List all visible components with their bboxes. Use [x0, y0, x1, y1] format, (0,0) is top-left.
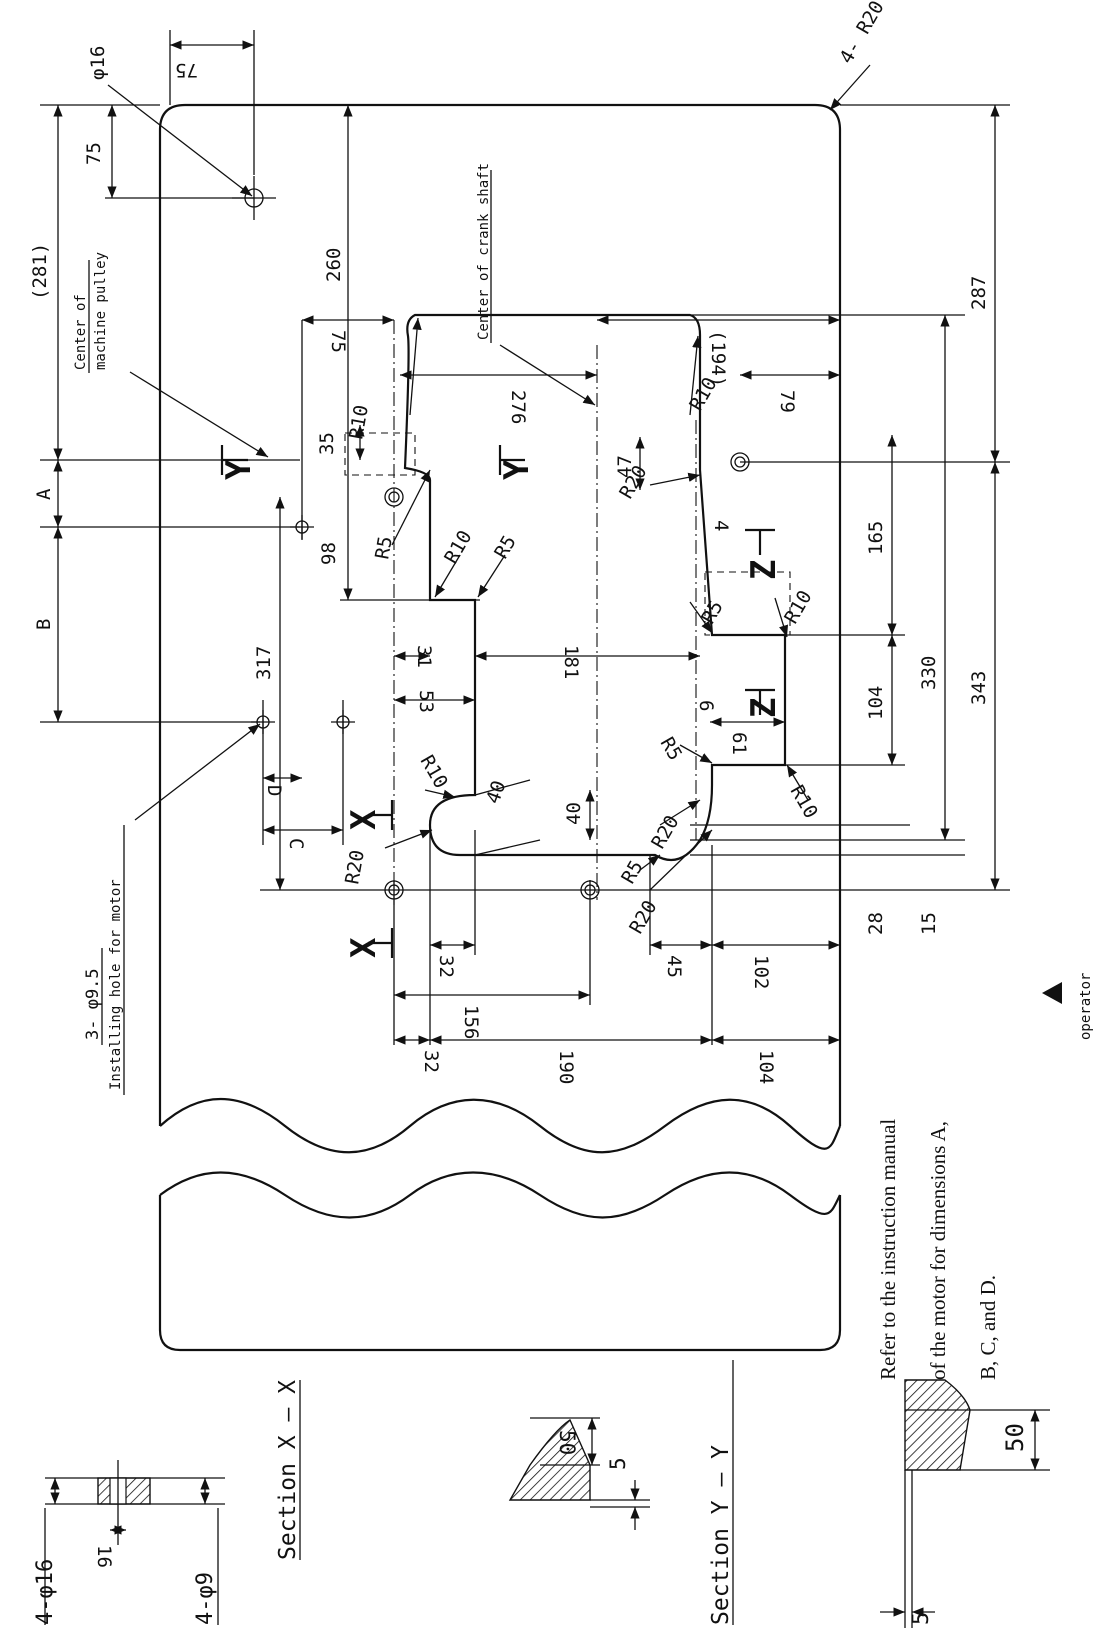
section-holes-bottom-label: 4-φ9: [193, 1572, 218, 1625]
section-arrows: [220, 445, 775, 958]
dim-75-left: 75: [83, 142, 105, 165]
radius-r10-b: R10: [440, 527, 476, 568]
label-crank-shaft: Center of crank shaft: [476, 163, 492, 340]
table-break-line-lower: [159, 1171, 841, 1219]
section-y-dim-5: 5: [909, 1612, 934, 1625]
cutout-slot-outline: [403, 313, 787, 862]
radius-r5-e: R5: [617, 857, 647, 888]
radius-r20-d: R20: [625, 897, 661, 938]
dim-98: 98: [318, 542, 340, 565]
detail-section-y: [880, 1379, 1050, 1628]
section-x-dim-5: 5: [606, 1457, 630, 1470]
radius-r10-a: R10: [345, 403, 373, 441]
dim-4: 4: [710, 520, 732, 531]
table-outline-top: [158, 103, 842, 1126]
dim-32-bottom: 32: [420, 1050, 442, 1073]
radius-r5-d: R5: [656, 734, 686, 765]
view-letters: Y Y X X Z Z: [219, 459, 784, 958]
dim-B: B: [33, 619, 55, 630]
dim-D: D: [263, 785, 285, 796]
dim-343: 343: [968, 671, 990, 705]
view-letter-x1: X: [344, 809, 384, 830]
dim-276: 276: [507, 390, 529, 424]
dim-194: (194): [707, 330, 729, 387]
radius-r10-d: R10: [780, 587, 816, 628]
dim-287: 287: [968, 276, 990, 310]
dim-A: A: [33, 488, 55, 500]
dim-40-slot: 40: [482, 778, 511, 807]
note-line-1: Refer to the instruction manual: [876, 1119, 900, 1380]
view-letter-z1: Z: [744, 560, 784, 580]
section-y-label: Section Y – Y: [708, 1445, 734, 1625]
label-pulley-line2: machine pulley: [93, 252, 109, 370]
radius-r10-e: R10: [786, 782, 822, 823]
dim-61: 61: [728, 732, 750, 755]
table-break-line-upper: [159, 1098, 842, 1154]
label-motor-holes-text: Installing hole for motor: [108, 879, 124, 1090]
dim-190: 190: [555, 1050, 577, 1084]
dim-330: 330: [918, 656, 940, 690]
dim-6: 6: [695, 700, 717, 711]
dim-31: 31: [413, 645, 435, 668]
dim-75-mid: 75: [327, 330, 349, 353]
dim-317: 317: [253, 646, 275, 680]
dim-C: C: [285, 838, 307, 849]
hidden-rect-y: [344, 432, 416, 476]
leader-lines: [107, 64, 871, 891]
view-letter-y2: Y: [497, 459, 537, 480]
dim-35: 35: [316, 432, 338, 455]
table-outline-bottom: [158, 1195, 842, 1352]
dim-104-right: 104: [865, 686, 887, 720]
detail-section-x: [508, 1417, 650, 1530]
hidden-rect-z: [704, 571, 791, 636]
dim-75-top: 75: [175, 59, 198, 81]
dim-53: 53: [415, 690, 437, 713]
hole-installing-top: [384, 487, 404, 507]
view-letter-y1: Y: [219, 459, 259, 480]
dim-15: 15: [918, 912, 940, 935]
dim-40-right: 40: [563, 802, 585, 825]
dim-79: 79: [776, 390, 798, 413]
radius-r5-b: R5: [490, 532, 520, 563]
radius-r20-b: R20: [341, 848, 369, 886]
section-x-dim-50: 50: [555, 1430, 579, 1455]
label-pulley-line1: Center of: [73, 294, 89, 370]
dimension-texts: 75 75 (281) 260 75 276 (194) 79 287 35 9…: [29, 59, 990, 1084]
label-motor-holes-count: 3- φ9.5: [83, 968, 103, 1040]
dim-47: 47: [614, 455, 636, 478]
radius-r10-f: R10: [416, 752, 452, 793]
dim-260: 260: [323, 248, 345, 282]
dim-181: 181: [560, 645, 582, 679]
detail-holes-section: [45, 1460, 225, 1545]
label-corner-radius: 4- R20: [835, 0, 888, 68]
label-hole-16: φ16: [87, 46, 109, 80]
dim-45: 45: [663, 955, 685, 978]
dim-104-bottom: 104: [755, 1050, 777, 1084]
label-operator: operator: [1078, 973, 1094, 1040]
callout-labels: Center of machine pulley Center of crank…: [73, 0, 1094, 1090]
note-line-2: of the motor for dimensions A,: [926, 1121, 950, 1380]
dimension-lines: [53, 40, 1000, 1045]
radius-r5-c: R5: [697, 597, 727, 628]
dim-32-mid: 32: [435, 955, 457, 978]
view-letter-z2: Z: [744, 698, 784, 718]
dim-281: (281): [29, 243, 51, 300]
dim-28: 28: [865, 912, 887, 935]
slot-diagonal-edge: [474, 779, 531, 796]
note-block: Refer to the instruction manual of the m…: [876, 1119, 1000, 1380]
note-line-3: B, C, and D.: [976, 1275, 1000, 1380]
section-x-label: Section X – X: [275, 1380, 301, 1560]
radius-r20-c: R20: [647, 812, 683, 853]
slot-inner-line: [474, 839, 541, 856]
dim-165: 165: [865, 521, 887, 555]
view-letter-x2: X: [344, 937, 384, 958]
section-y-dim-50: 50: [1001, 1423, 1029, 1452]
radius-r5-a: R5: [371, 535, 397, 561]
dim-156: 156: [460, 1005, 482, 1039]
dim-102: 102: [750, 955, 772, 989]
operator-triangle-icon: [1042, 982, 1062, 1004]
section-holes-dim-16: 16: [93, 1545, 115, 1568]
